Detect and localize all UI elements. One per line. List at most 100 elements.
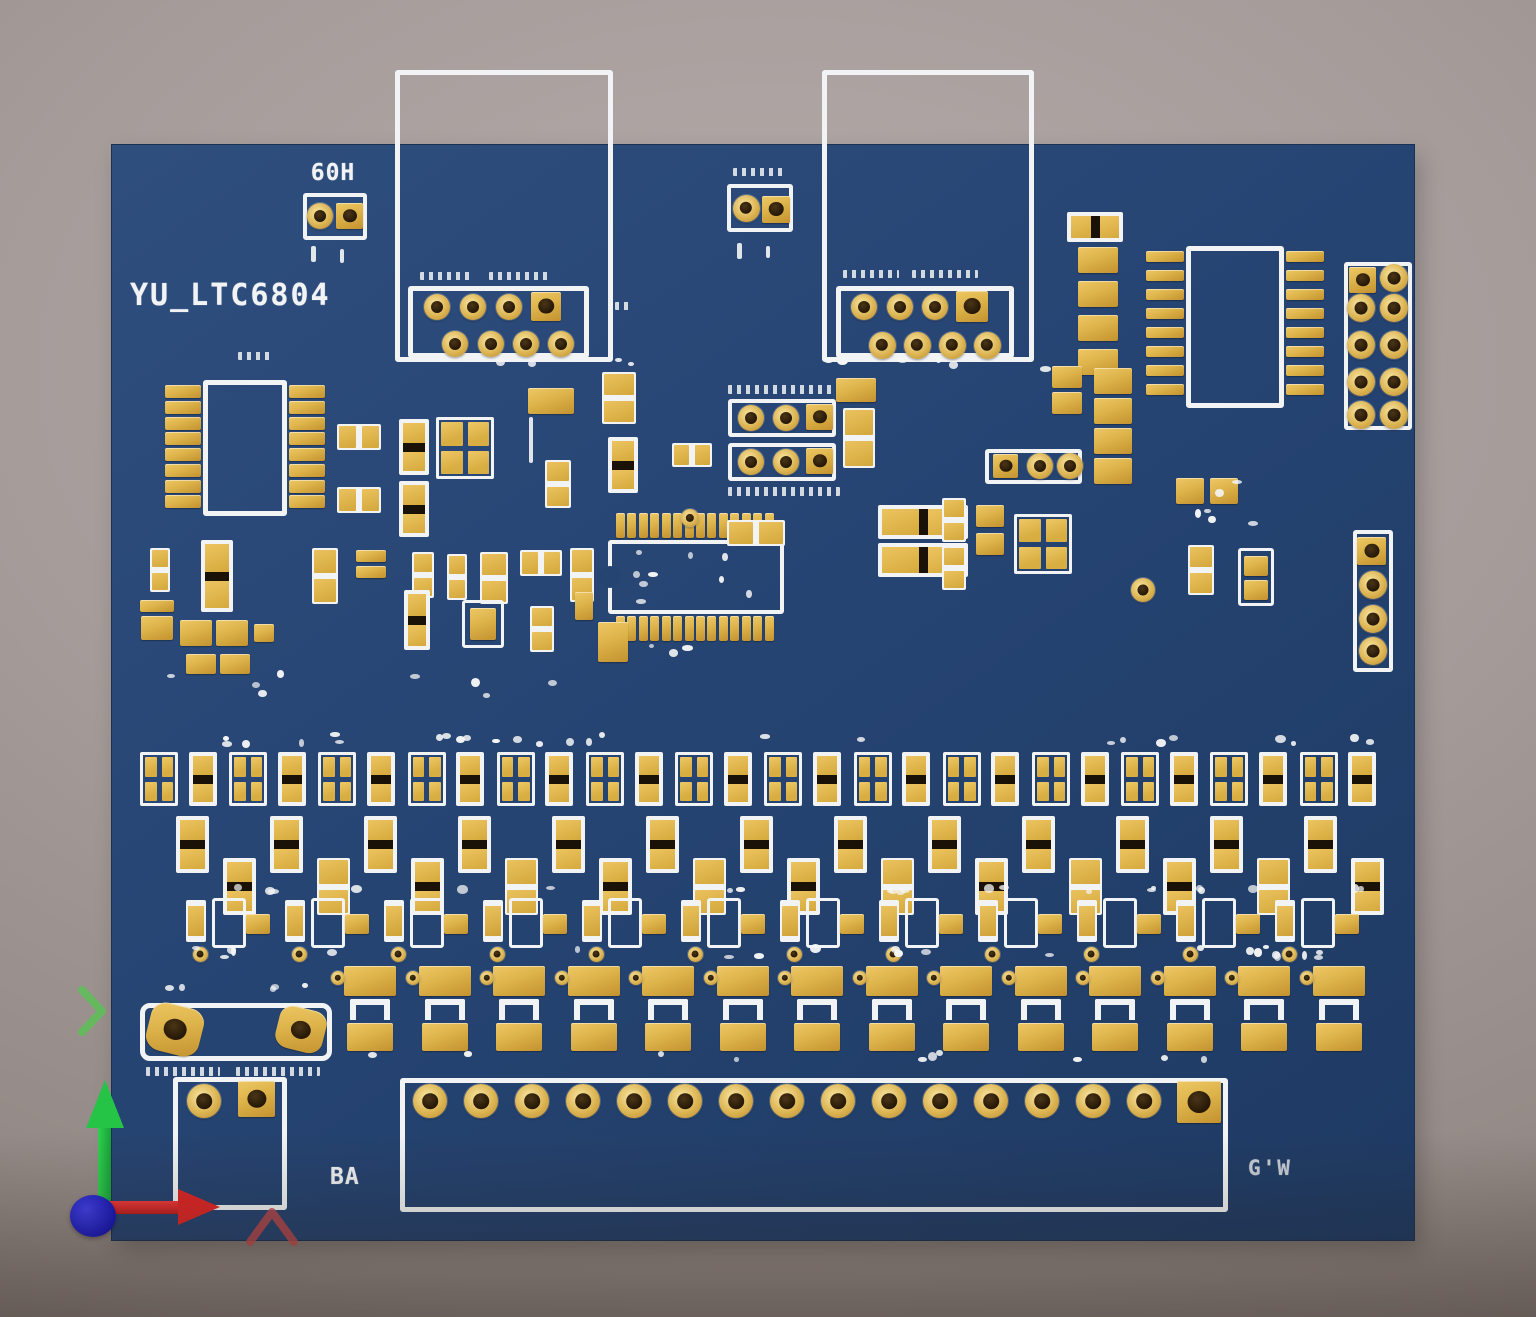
smd-pad bbox=[319, 889, 348, 913]
silkscreen-dot bbox=[1200, 1056, 1208, 1063]
drill-hole bbox=[485, 338, 497, 350]
silkscreen-bracket bbox=[871, 999, 912, 1020]
y-axis-arrow[interactable] bbox=[98, 1126, 111, 1212]
resistor-footprint bbox=[384, 900, 404, 942]
polarity-stripe bbox=[549, 774, 570, 784]
quad-pad-group bbox=[586, 752, 624, 806]
drill-hole bbox=[983, 1093, 999, 1109]
smd-pad bbox=[274, 849, 299, 869]
power-pad bbox=[1315, 1023, 1362, 1051]
capacitor-footprint bbox=[367, 752, 395, 806]
smd-pad bbox=[314, 550, 336, 573]
square-pad bbox=[1349, 267, 1376, 293]
smd-pad bbox=[339, 757, 352, 777]
smd-pad bbox=[501, 781, 514, 801]
smd-pad bbox=[612, 441, 634, 461]
power-pad bbox=[868, 1023, 915, 1051]
through-hole-pad bbox=[872, 1084, 906, 1118]
square-pad bbox=[806, 404, 833, 430]
silkscreen-marks bbox=[728, 487, 840, 496]
smd-pad bbox=[323, 781, 335, 801]
through-hole-pad bbox=[770, 1084, 804, 1118]
resistor-footprint bbox=[978, 900, 998, 942]
ic-pin-pad bbox=[1146, 327, 1184, 338]
through-hole-pad bbox=[1057, 453, 1083, 479]
quad-pad-group bbox=[942, 752, 981, 806]
capacitor-footprint bbox=[834, 816, 867, 873]
ic-pin-pad bbox=[1286, 289, 1324, 300]
polarity-stripe bbox=[906, 774, 927, 784]
smd-pad bbox=[1244, 580, 1268, 600]
smd-pad bbox=[1120, 820, 1145, 840]
polarity-stripe bbox=[612, 460, 634, 470]
smd-pad bbox=[254, 624, 274, 642]
smd-pad bbox=[1215, 781, 1227, 801]
silkscreen-dot bbox=[599, 732, 606, 739]
ic-pin-pad bbox=[627, 616, 637, 641]
smd-pad bbox=[1321, 781, 1333, 801]
smd-pad bbox=[1304, 781, 1317, 801]
silkscreen-bracket bbox=[499, 999, 539, 1020]
polarity-stripe bbox=[415, 882, 440, 891]
smd-pad bbox=[858, 781, 871, 801]
capacitor-footprint bbox=[1116, 816, 1149, 873]
capacitor-footprint bbox=[277, 752, 306, 806]
through-hole-pad bbox=[548, 331, 574, 357]
silkscreen-dot bbox=[271, 984, 280, 990]
silkscreen-dot bbox=[220, 955, 230, 960]
smd-pad bbox=[642, 914, 666, 934]
silkscreen-dot bbox=[1214, 488, 1224, 497]
ic-pin-pad bbox=[165, 385, 201, 398]
resistor-footprint bbox=[1275, 900, 1295, 942]
through-hole-pad bbox=[687, 946, 703, 962]
x-axis-arrow[interactable] bbox=[106, 1201, 180, 1214]
square-pad bbox=[336, 203, 363, 229]
smd-pad bbox=[1137, 914, 1161, 934]
drill-hole bbox=[1387, 271, 1401, 285]
capacitor-footprint bbox=[787, 858, 820, 915]
drill-hole bbox=[196, 1093, 212, 1109]
resistor-footprint bbox=[681, 900, 701, 942]
smd-pad bbox=[444, 914, 468, 934]
smd-pad bbox=[323, 757, 335, 777]
silkscreen-dot bbox=[1262, 945, 1270, 950]
smd-pad bbox=[192, 783, 213, 802]
silkscreen-dot bbox=[718, 576, 724, 584]
silkscreen-marks bbox=[728, 385, 846, 394]
silkscreen-dot bbox=[1232, 480, 1242, 485]
through-hole-pad bbox=[1359, 605, 1387, 633]
capacitor-footprint bbox=[1304, 816, 1337, 873]
origin-point[interactable] bbox=[70, 1195, 116, 1237]
through-hole-pad bbox=[1347, 331, 1375, 359]
two-pad-footprint bbox=[942, 546, 966, 590]
through-hole-pad bbox=[187, 1084, 221, 1118]
two-pad-footprint bbox=[530, 606, 554, 652]
drill-hole bbox=[409, 974, 416, 982]
two-pad-footprint bbox=[337, 424, 381, 450]
ic-pin-pad bbox=[289, 416, 325, 430]
ic-pin-pad bbox=[289, 400, 325, 414]
smd-pad bbox=[544, 552, 560, 574]
through-hole-pad bbox=[821, 1084, 855, 1118]
smd-pad bbox=[791, 862, 816, 882]
capacitor-footprint bbox=[928, 816, 961, 873]
through-hole-pad bbox=[974, 1084, 1008, 1118]
silkscreen-outline bbox=[400, 1078, 1228, 1212]
power-pad bbox=[940, 966, 992, 996]
silkscreen-dot bbox=[900, 886, 911, 893]
drill-hole bbox=[1085, 1093, 1101, 1109]
through-hole-pad bbox=[887, 294, 913, 320]
capacitor-footprint bbox=[902, 752, 931, 806]
x-axis-arrowhead-icon bbox=[178, 1189, 220, 1225]
smd-pad bbox=[281, 756, 302, 775]
drill-hole bbox=[988, 950, 996, 958]
ic-pin-pad bbox=[165, 448, 201, 461]
polarity-stripe bbox=[1120, 840, 1145, 849]
quad-pad-group bbox=[853, 752, 892, 806]
smd-pad bbox=[612, 469, 634, 489]
drill-hole bbox=[739, 201, 753, 215]
polarity-stripe bbox=[744, 840, 769, 849]
polarity-stripe bbox=[556, 840, 581, 849]
smd-pad bbox=[744, 849, 769, 869]
